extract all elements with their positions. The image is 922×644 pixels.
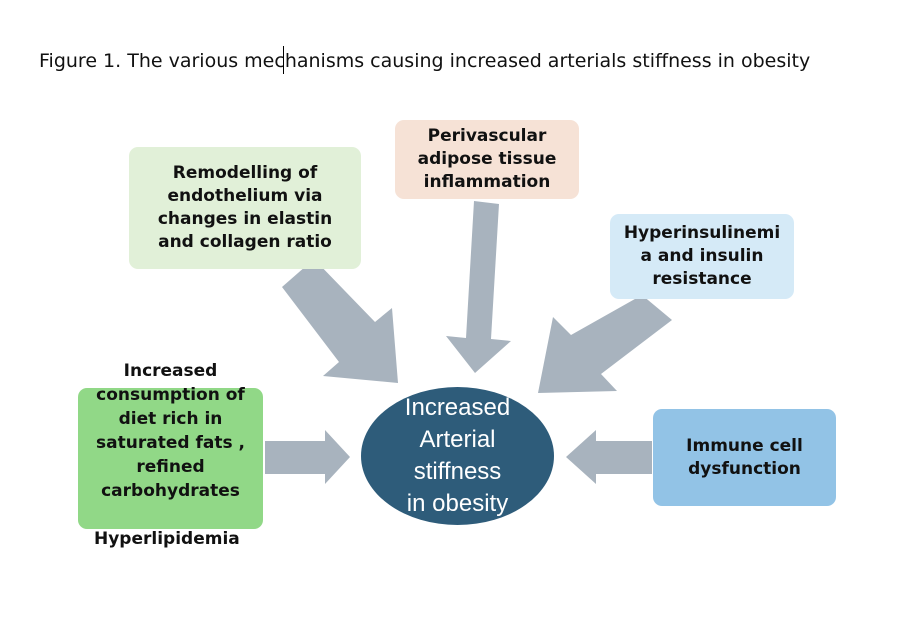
node-hyperinsulinemia-line: Hyperinsulinemi [623, 223, 781, 243]
node-hyperinsulinemia: Hyperinsulinemi a and insulin resistance [610, 214, 794, 299]
center-line: Increased [404, 394, 511, 421]
node-perivascular: Perivascular adipose tissue inflammation [395, 120, 579, 199]
arrow-diet [265, 430, 350, 484]
node-diet-line: diet rich in [118, 409, 223, 429]
node-hyperinsulinemia-line: resistance [652, 269, 752, 289]
node-remodelling-line: endothelium via [167, 186, 323, 206]
node-diet-line: carbohydrates [101, 481, 240, 501]
node-diet-line: consumption of [96, 385, 245, 405]
center-node: Increased Arterial stiffness in obesity [361, 387, 554, 525]
hyperlipidemia-label: Hyperlipidemia [94, 529, 240, 549]
arrow-hyperinsulinemia [538, 295, 672, 393]
center-line: stiffness [413, 458, 502, 485]
node-diet-box [78, 388, 263, 529]
node-diet-line: refined [136, 457, 205, 477]
node-remodelling-line: Remodelling of [172, 163, 318, 183]
node-immune-line: dysfunction [688, 458, 801, 479]
text-cursor [283, 46, 284, 74]
node-diet-text: Increased consumption of diet rich in sa… [70, 359, 271, 503]
node-remodelling: Remodelling of endothelium via changes i… [129, 147, 361, 269]
center-line: in obesity [406, 490, 509, 517]
figure-caption: Figure 1. The various mechanisms causing… [39, 50, 811, 72]
center-line: Arterial [419, 426, 496, 453]
node-remodelling-line: and collagen ratio [158, 232, 332, 252]
node-hyperinsulinemia-line: a and insulin [640, 246, 764, 266]
node-immune-line: Immune cell [686, 435, 803, 456]
node-perivascular-line: inflammation [423, 172, 551, 192]
node-perivascular-line: adipose tissue [417, 149, 557, 169]
node-perivascular-line: Perivascular [427, 126, 547, 146]
node-diet-line: Increased [123, 361, 218, 381]
node-immune: Immune cell dysfunction [653, 409, 836, 506]
arrow-immune [566, 430, 652, 484]
arrow-perivascular [446, 201, 511, 373]
node-diet-line: saturated fats , [96, 433, 245, 453]
arrow-remodelling [282, 259, 398, 383]
node-remodelling-line: changes in elastin [157, 209, 333, 229]
